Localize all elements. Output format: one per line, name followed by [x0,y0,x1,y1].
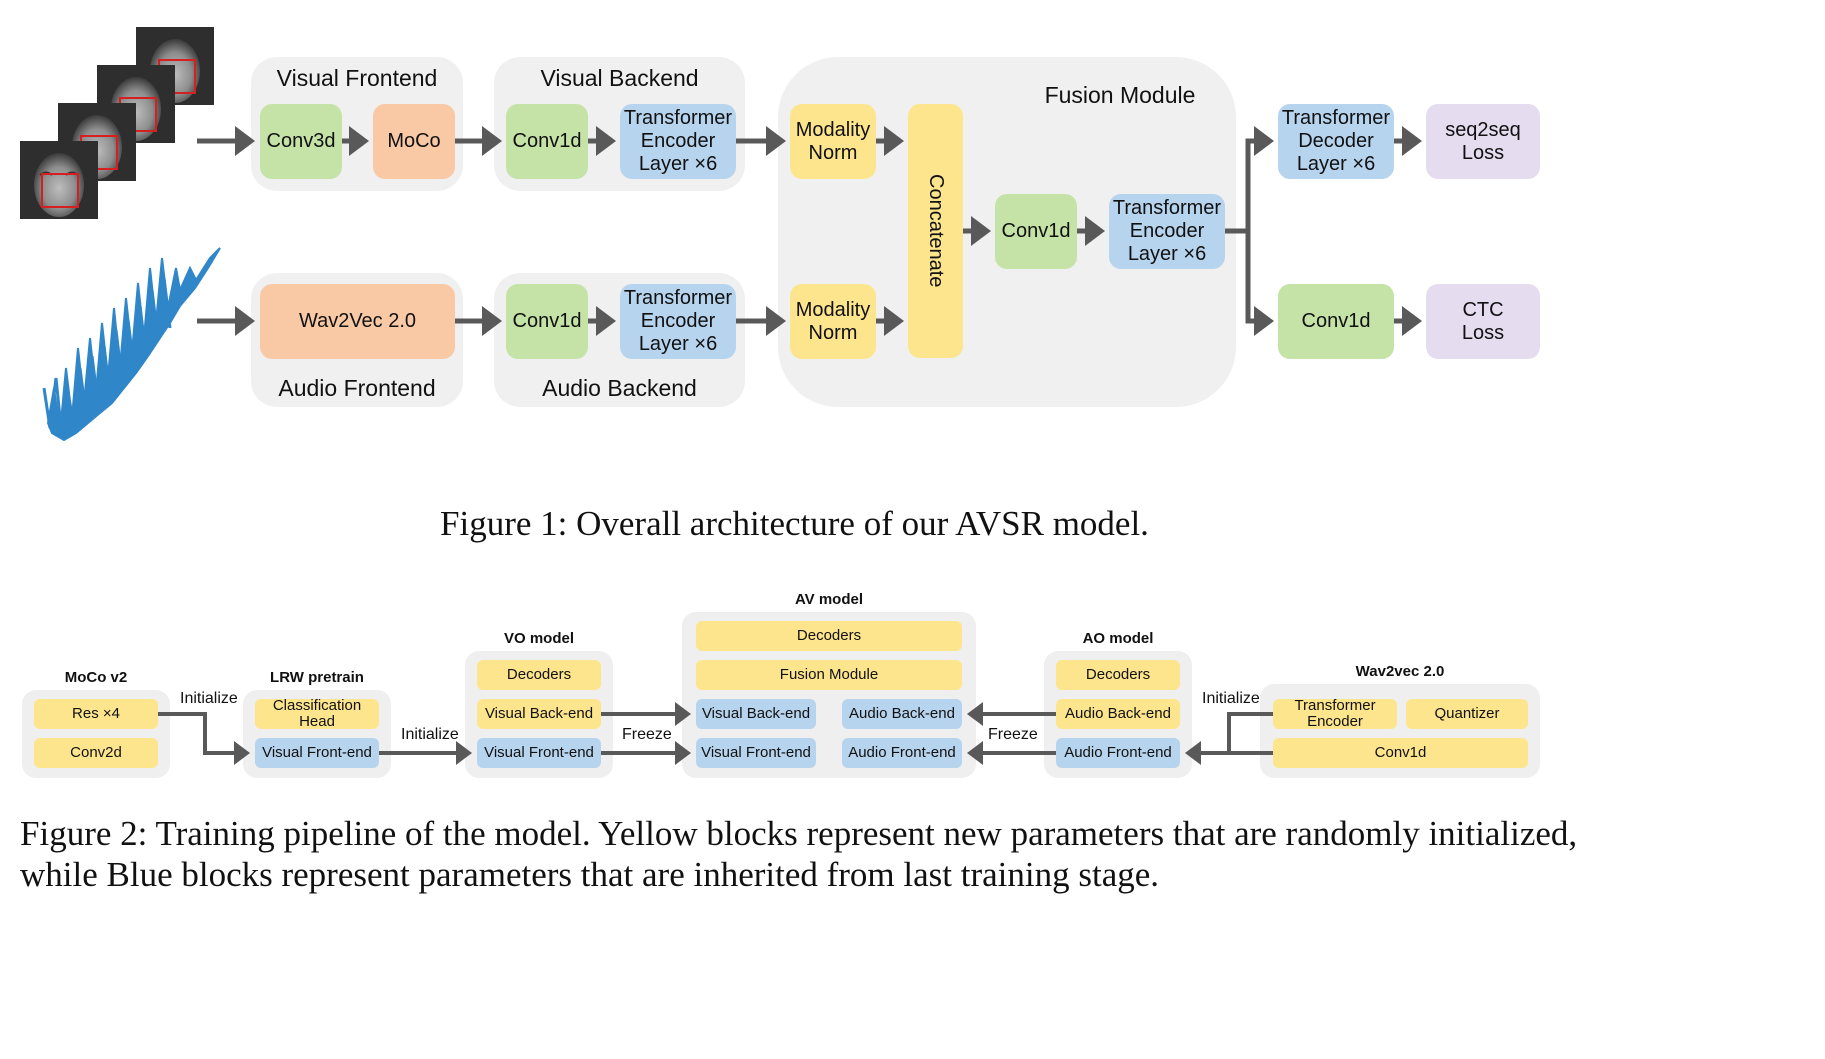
av-visual-frontend-block: Visual Front-end [696,738,816,768]
lrw-pretrain-title: LRW pretrain [270,669,364,686]
av-decoders-block: Decoders [696,621,962,651]
moco-v2-title: MoCo v2 [64,669,128,686]
conv3d-block: Conv3d [260,104,342,179]
freeze-label-2: Freeze [988,726,1038,743]
ctc-loss-block: CTC Loss [1426,284,1540,359]
res-x4-block: Res ×4 [34,699,158,729]
wav2vec-title: Wav2vec 2.0 [1355,663,1445,680]
freeze-label-1: Freeze [622,726,672,743]
lrw-visual-frontend-block: Visual Front-end [255,738,379,768]
seq2seq-loss-block: seq2seq Loss [1426,104,1540,179]
av-audio-frontend-block: Audio Front-end [842,738,962,768]
ao-audio-frontend-block: Audio Front-end [1056,738,1180,768]
face-frame-1 [20,141,98,219]
arrow-wav2vec-to-ao [1185,712,1273,765]
visual-transformer-encoder-block: Transformer Encoder Layer ×6 [620,104,736,179]
wav2vec-quantizer-block: Quantizer [1406,699,1528,729]
ao-audio-backend-block: Audio Back-end [1056,699,1180,729]
vo-decoders-block: Decoders [477,660,601,690]
visual-modality-norm-block: Modality Norm [790,104,876,179]
ctc-conv1d-block: Conv1d [1278,284,1394,359]
arrow-ftransformer-decoder [1225,126,1274,234]
audio-conv1d-block: Conv1d [506,284,588,359]
figure2-caption-line1: Figure 2: Training pipeline of the model… [20,814,1578,853]
fusion-module-label: Fusion Module [1044,82,1196,108]
figure2-caption-line2: while Blue blocks represent parameters t… [20,855,1160,894]
arrow-ftransformer-ctc [1245,231,1274,336]
transformer-decoder-block: Transformer Decoder Layer ×6 [1278,104,1394,179]
vo-visual-frontend-block: Visual Front-end [477,738,601,768]
audio-transformer-encoder-block: Transformer Encoder Layer ×6 [620,284,736,359]
concatenate-block: Concatenate [908,104,963,358]
ao-decoders-block: Decoders [1056,660,1180,690]
wav2vec-transformer-encoder-block: Transformer Encoder [1273,698,1397,730]
conv2d-block: Conv2d [34,738,158,768]
initialize-label-1: Initialize [180,690,238,707]
av-visual-backend-block: Visual Back-end [696,699,816,729]
classification-head-block: Classification Head [255,698,379,730]
av-fusion-module-block: Fusion Module [696,660,962,690]
moco-block: MoCo [373,104,455,179]
audio-modality-norm-block: Modality Norm [790,284,876,359]
visual-frontend-label: Visual Frontend [276,65,438,91]
fusion-conv1d-block: Conv1d [995,194,1077,269]
av-model-title: AV model [794,591,864,608]
initialize-label-3: Initialize [1202,690,1260,707]
face-frames-image [20,27,214,219]
visual-conv1d-block: Conv1d [506,104,588,179]
figure1-caption: Figure 1: Overall architecture of our AV… [440,504,1149,543]
vo-visual-backend-block: Visual Back-end [477,699,601,729]
audio-backend-label: Audio Backend [542,375,697,401]
audio-waveform-image [42,247,221,442]
initialize-label-2: Initialize [401,726,459,743]
fusion-transformer-encoder-block: Transformer Encoder Layer ×6 [1109,194,1225,269]
audio-frontend-label: Audio Frontend [278,375,436,401]
visual-backend-label: Visual Backend [540,65,699,91]
arrow-moco-to-lrw [158,712,250,765]
ao-model-title: AO model [1082,630,1154,647]
wav2vec-conv1d-block: Conv1d [1273,738,1528,768]
vo-model-title: VO model [503,630,574,647]
wav2vec-block: Wav2Vec 2.0 [260,284,455,359]
av-audio-backend-block: Audio Back-end [842,699,962,729]
